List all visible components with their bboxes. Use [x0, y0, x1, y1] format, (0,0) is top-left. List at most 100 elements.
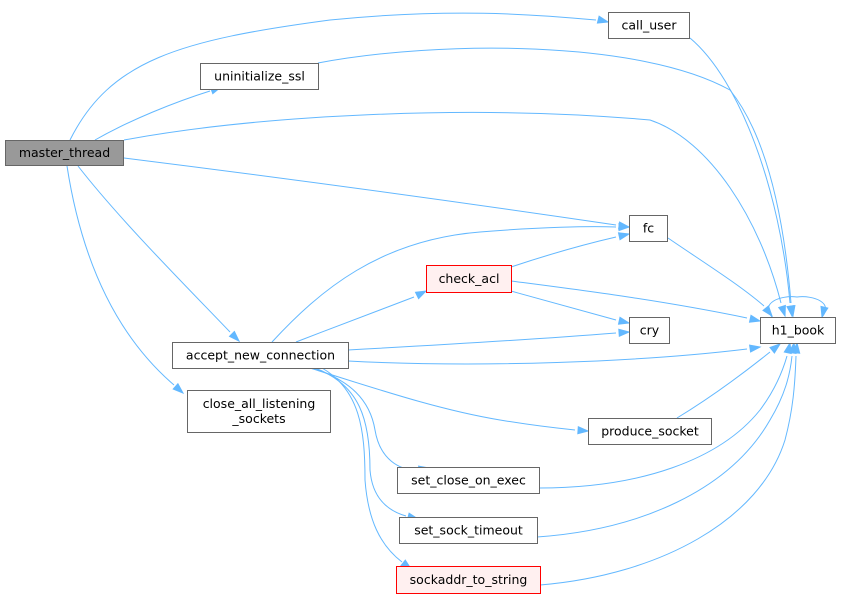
node-label: cry — [640, 323, 660, 338]
arrow-head — [617, 232, 631, 241]
node-call-user[interactable]: call_user — [608, 12, 690, 39]
node-produce-socket[interactable]: produce_socket — [588, 418, 712, 445]
edge-line — [536, 355, 793, 538]
node-set-sock-timeout[interactable]: set_sock_timeout — [399, 517, 538, 544]
edge-line — [295, 296, 415, 343]
arrow-head — [577, 425, 590, 435]
arrow-head — [617, 316, 631, 325]
node-fc[interactable]: fc — [629, 215, 668, 242]
edge-master-thread-to-h1-book — [123, 112, 786, 318]
node-label: sockaddr_to_string — [410, 572, 528, 587]
arrow-head — [618, 222, 631, 232]
node-box — [760, 317, 836, 344]
edge-line — [69, 12, 597, 141]
edge-line — [539, 355, 797, 586]
node-accept-new-connection[interactable]: accept_new_connection — [172, 342, 349, 369]
node-cry[interactable]: cry — [629, 317, 670, 344]
edge-line — [667, 237, 765, 307]
node-sockaddr-to-string[interactable]: sockaddr_to_string — [396, 566, 541, 594]
node-box — [200, 63, 319, 90]
node-label: h1_book — [772, 323, 825, 338]
edge-sockaddr-to-string-to-h1-book — [539, 341, 801, 586]
arrow-head — [596, 15, 610, 24]
node-label: set_sock_timeout — [414, 523, 523, 538]
edge-line — [271, 226, 617, 343]
node-uninitialize-ssl[interactable]: uninitialize_ssl — [200, 63, 319, 90]
node-layer: master_thread call_user uninitialize_sslfc… — [5, 12, 836, 594]
node-label: check_acl — [439, 271, 500, 286]
edge-line — [676, 351, 771, 419]
node-label: produce_socket — [601, 424, 699, 439]
node-box — [396, 566, 541, 594]
node-label: accept_new_connection — [186, 348, 335, 363]
edge-uninitialize-ssl-to-h1-book — [317, 47, 796, 318]
edge-line — [510, 236, 617, 268]
arrow-head — [749, 344, 762, 353]
edge-check-acl-to-fc — [510, 232, 631, 268]
edge-master-thread-to-call-user — [69, 12, 610, 141]
edge-accept-new-connection-to-fc — [271, 222, 631, 343]
node-box — [629, 215, 668, 242]
edge-master-thread-to-accept-new-connection — [77, 165, 241, 343]
edge-line — [311, 367, 417, 471]
edge-check-acl-to-cry — [510, 290, 631, 325]
edge-accept-new-connection-to-produce-socket — [309, 367, 590, 435]
edge-accept-new-connection-to-cry — [347, 328, 631, 351]
edge-accept-new-connection-to-check-acl — [295, 290, 428, 343]
node-box — [588, 418, 712, 445]
edge-line — [347, 348, 748, 365]
arrow-head — [791, 341, 801, 354]
arrow-head — [787, 305, 796, 318]
node-label: fc — [643, 221, 654, 236]
edge-layer — [66, 12, 829, 586]
edge-line — [689, 37, 791, 304]
edge-line — [347, 332, 617, 351]
node-label: set_close_on_exec — [411, 473, 526, 488]
node-check-acl[interactable]: check_acl — [426, 265, 512, 293]
edge-line — [314, 367, 407, 517]
node-label: call_user — [622, 18, 678, 33]
node-box — [172, 342, 349, 369]
arrow-head — [172, 382, 185, 394]
node-master-thread[interactable]: master_thread — [5, 140, 124, 166]
arrow-head — [820, 305, 829, 319]
arrow-head — [769, 343, 782, 354]
node-close-all-listening-sockets[interactable]: close_all_listening_sockets — [187, 390, 331, 433]
edge-line — [510, 280, 748, 319]
edge-produce-socket-to-h1-book — [676, 343, 782, 419]
edge-master-thread-to-fc — [123, 157, 631, 230]
edge-line — [538, 355, 788, 489]
node-label: close_all_listening — [203, 396, 316, 411]
edge-accept-new-connection-to-h1-book — [347, 344, 762, 365]
node-set-close-on-exec[interactable]: set_close_on_exec — [397, 467, 540, 494]
edge-line — [309, 367, 576, 431]
node-label: uninitialize_ssl — [214, 69, 305, 84]
arrow-head — [414, 290, 428, 300]
node-label: _sockets — [231, 411, 285, 426]
edge-line — [77, 165, 231, 333]
arrow-head — [228, 330, 241, 343]
edge-line — [66, 165, 175, 386]
node-box — [629, 317, 670, 344]
edge-check-acl-to-h1-book — [510, 280, 762, 323]
edge-line — [94, 90, 211, 141]
edge-h1-book-to-h1-book — [767, 296, 829, 319]
edge-line — [123, 112, 782, 304]
edge-line — [123, 157, 617, 226]
node-box — [187, 390, 331, 433]
edge-master-thread-to-close-all-listening-sockets — [66, 165, 185, 394]
node-box — [397, 467, 540, 494]
edge-master-thread-to-uninitialize-ssl — [94, 86, 223, 141]
edge-line — [321, 367, 403, 563]
edge-line — [767, 296, 827, 318]
node-box — [399, 517, 538, 544]
arrow-head — [777, 304, 786, 318]
node-h1-book[interactable]: h1_book — [760, 317, 836, 344]
edge-line — [317, 47, 792, 304]
node-box — [608, 12, 690, 39]
edge-fc-to-h1-book — [667, 237, 773, 318]
arrow-head — [618, 328, 631, 338]
edge-line — [510, 290, 617, 321]
arrow-head — [748, 314, 762, 323]
